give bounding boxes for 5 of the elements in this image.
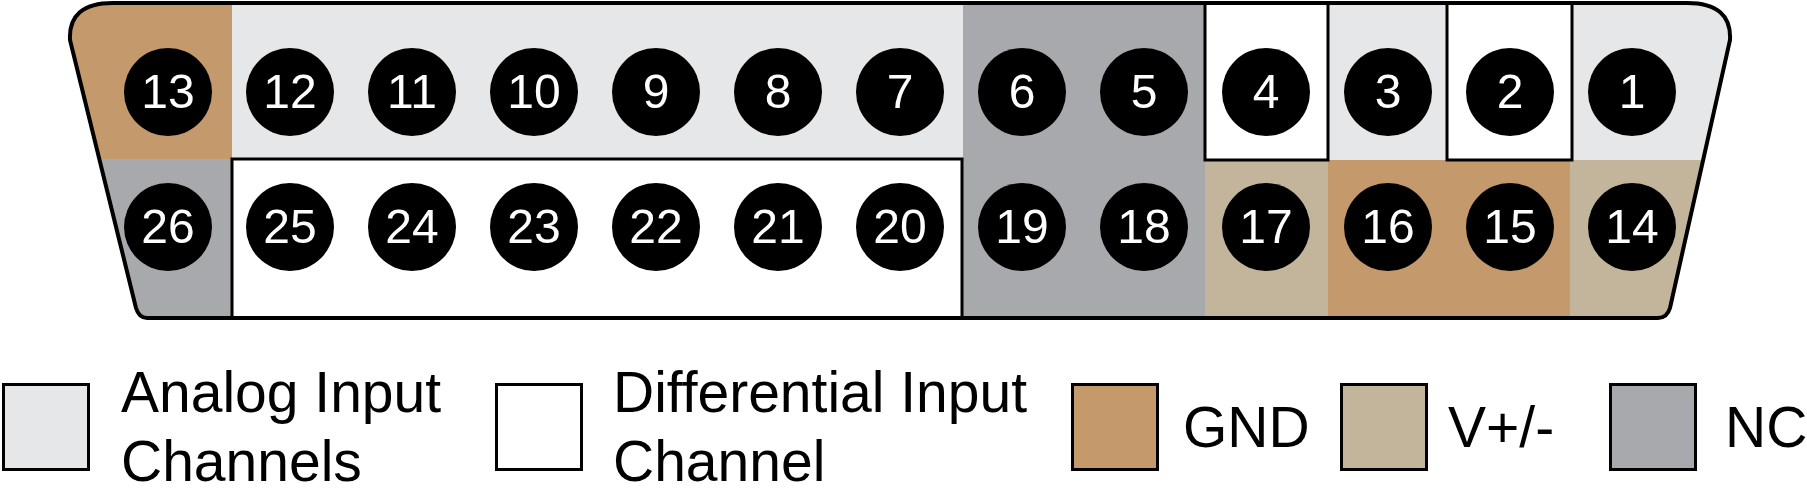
legend-label: V+/- (1448, 394, 1555, 461)
legend-label: NC (1725, 394, 1807, 461)
legend-label: Differential Input Channel (613, 359, 1029, 495)
legend-label: GND (1183, 394, 1310, 461)
legend-label: Analog Input Channels (121, 359, 443, 495)
